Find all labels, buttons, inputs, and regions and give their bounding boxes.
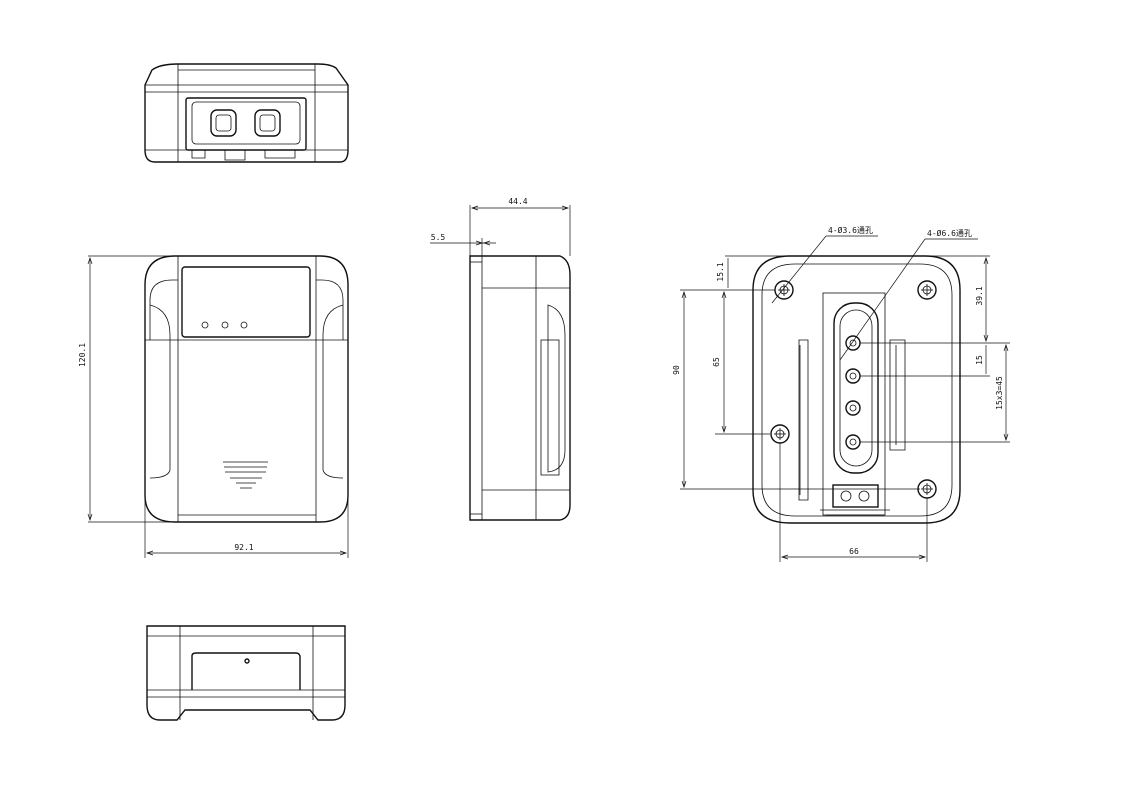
side-view: [469, 255, 571, 521]
right-pitch-label: 15x3=45: [995, 376, 1004, 410]
indicator-led-1-icon: [201, 321, 209, 329]
contact-pin-2-icon: [845, 368, 861, 384]
contact-pin-4-icon: [845, 434, 861, 450]
front-view: [144, 255, 349, 523]
back-view: [752, 255, 961, 524]
width-66-label: 66: [849, 547, 859, 556]
right-15-label: 15: [975, 355, 984, 365]
dim-back-hole-small: 4-Ø3.6通孔: [771, 225, 878, 304]
height-90-label: 90: [672, 365, 681, 375]
dim-back-hole-large: 4-Ø6.6通孔: [839, 228, 978, 361]
speaker-grille-icon: [223, 461, 268, 489]
dim-front-height: 120.1: [78, 255, 175, 523]
indicator-led-2-icon: [221, 321, 229, 329]
mount-hole-bottom-right-icon: [917, 479, 937, 499]
connector-right-icon: [858, 490, 870, 502]
hole-large-label: 4-Ø6.6通孔: [927, 228, 972, 238]
mount-hole-mid-left-icon: [770, 424, 790, 444]
indicator-led-3-icon: [240, 321, 248, 329]
dim-side-offset: 5.5: [430, 233, 496, 256]
dim-side-depth: 44.4: [469, 197, 571, 256]
contact-pin-3-icon: [845, 400, 861, 416]
connector-left-icon: [840, 490, 852, 502]
mount-hole-top-right-icon: [917, 280, 937, 300]
top-view: [144, 63, 349, 163]
dim-back-left: 15.1 90 65: [672, 255, 920, 490]
led-window-right-icon: [254, 109, 281, 137]
led-window-left-icon: [210, 109, 237, 137]
top-offset-label: 15.1: [716, 262, 725, 281]
dim-back-right: 39.1 15 15x3=45: [860, 255, 1010, 443]
dim-back-width: 66: [779, 443, 928, 562]
side-depth-label: 44.4: [508, 197, 527, 206]
right-39-label: 39.1: [975, 286, 984, 305]
bottom-view: [146, 625, 346, 721]
front-width-label: 92.1: [234, 543, 253, 552]
dim-front-width: 92.1: [144, 500, 349, 558]
hole-small-label: 4-Ø3.6通孔: [828, 225, 873, 235]
bottom-hole-icon: [244, 658, 250, 664]
side-offset-label: 5.5: [431, 233, 446, 242]
front-height-label: 120.1: [78, 343, 87, 367]
height-65-label: 65: [712, 357, 721, 367]
